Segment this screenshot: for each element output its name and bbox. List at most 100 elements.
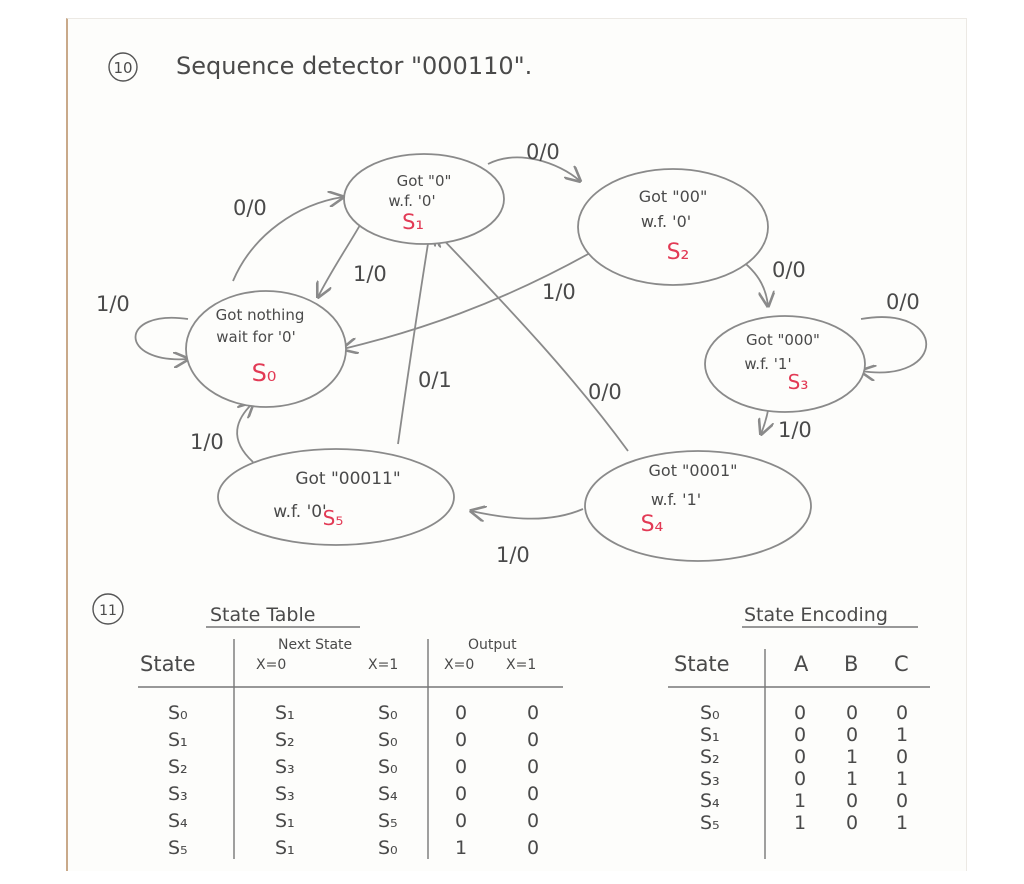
state-s3: Got "000" w.f. '1' S₃ (704, 315, 866, 413)
state-table-cell-out-x0: 0 (455, 702, 467, 724)
state-encoding-cell-b: 0 (846, 790, 858, 812)
state-encoding-cell-c: 0 (896, 702, 908, 724)
edge-s4-s5 (471, 509, 584, 519)
edge-label-s5-s0: 1/0 (190, 430, 224, 454)
state-s0-label: S₀ (252, 359, 277, 387)
state-table-cell-next-x1: S₀ (378, 729, 398, 751)
state-encoding-cell-c: 1 (896, 768, 908, 790)
state-s5: Got "00011" w.f. '0' S₅ (217, 448, 455, 546)
state-table-col-state: State (140, 652, 196, 676)
state-table-cell-state: S₁ (168, 729, 188, 751)
state-encoding-cell-a: 0 (794, 702, 806, 724)
state-table-title: State Table (210, 604, 315, 626)
state-encoding-cell-state: S₅ (700, 812, 720, 834)
state-table-cell-out-x1: 0 (527, 729, 539, 751)
state-table-cell-out-x0: 0 (455, 810, 467, 832)
state-encoding-col-a: A (794, 652, 809, 676)
state-encoding-cell-state: S₄ (700, 790, 720, 812)
state-s0-line1: Got nothing (216, 306, 305, 324)
edge-label-s3-s3: 0/0 (886, 290, 920, 314)
state-encoding-cell-c: 0 (896, 790, 908, 812)
edge-s2-s0 (343, 252, 591, 349)
state-table-out-x0: X=0 (444, 657, 474, 673)
edge-label-s1-s0: 1/0 (353, 262, 387, 286)
edge-label-s3-s4: 1/0 (778, 418, 812, 442)
state-s1-line2: w.f. '0' (388, 192, 435, 210)
state-table-cell-next-x0: S₃ (275, 783, 295, 805)
edge-label-s1-s2: 0/0 (526, 140, 560, 164)
state-s1-label: S₁ (402, 210, 424, 234)
edge-s0-s1 (232, 197, 343, 282)
state-table-cell-next-x0: S₁ (275, 702, 295, 724)
state-table-cell-next-x1: S₄ (378, 783, 398, 805)
state-table-cell-out-x0: 0 (455, 756, 467, 778)
state-encoding-cell-b: 0 (846, 812, 858, 834)
edge-s0-s0 (134, 316, 189, 360)
state-table-cell-next-x0: S₁ (275, 810, 295, 832)
state-s3-label: S₃ (788, 370, 809, 394)
state-encoding-cell-c: 0 (896, 746, 908, 768)
state-table-cell-out-x0: 0 (455, 729, 467, 751)
notebook-page: 10 Sequence detector "000110". 1/0 0/0 1… (66, 18, 967, 871)
state-encoding-cell-a: 0 (794, 724, 806, 746)
state-table-cell-state: S₅ (168, 837, 188, 859)
state-encoding-cell-a: 0 (794, 746, 806, 768)
state-encoding-cell-b: 1 (846, 746, 858, 768)
state-table-cell-out-x1: 0 (527, 756, 539, 778)
state-encoding-cell-b: 0 (846, 724, 858, 746)
state-encoding-col-state: State (674, 652, 730, 676)
state-table-cell-next-x0: S₃ (275, 756, 295, 778)
state-encoding-cell-c: 1 (896, 724, 908, 746)
state-encoding-cell-b: 0 (846, 702, 858, 724)
state-table-cell-next-x1: S₀ (378, 756, 398, 778)
state-s2-line2: w.f. '0' (641, 212, 691, 231)
state-encoding-cell-state: S₁ (700, 724, 720, 746)
state-table-cell-state: S₀ (168, 702, 188, 724)
state-table-group-output: Output (468, 637, 517, 653)
problem-11-number: 11 (92, 593, 124, 625)
state-table-cell-state: S₂ (168, 756, 188, 778)
state-table-cell-out-x0: 1 (455, 837, 467, 859)
state-table-cell-next-x0: S₂ (275, 729, 295, 751)
state-table-out-x1: X=1 (506, 657, 536, 673)
state-encoding-cell-c: 1 (896, 812, 908, 834)
state-s2: Got "00" w.f. '0' S₂ (577, 168, 769, 286)
edge-label-s0-s1: 0/0 (233, 196, 267, 220)
state-table-cell-out-x1: 0 (527, 810, 539, 832)
edge-s5-s0 (236, 403, 253, 463)
state-table-cell-next-x1: S₅ (378, 810, 398, 832)
state-s5-line1: Got "00011" (295, 469, 400, 489)
state-encoding-col-c: C (894, 652, 909, 676)
state-table-cell-next-x0: S₁ (275, 837, 295, 859)
state-table-cell-out-x1: 0 (527, 702, 539, 724)
state-table: State Table Next State Output State X=0 … (138, 604, 563, 859)
state-s5-label: S₅ (323, 506, 344, 530)
state-encoding-cell-state: S₂ (700, 746, 720, 768)
state-s1: Got "0" w.f. '0' S₁ (343, 153, 505, 245)
state-s0: Got nothing wait for '0' S₀ (185, 290, 347, 408)
state-s2-label: S₂ (667, 240, 690, 265)
state-table-cell-out-x1: 0 (527, 783, 539, 805)
diagram-canvas: 10 Sequence detector "000110". 1/0 0/0 1… (92, 52, 930, 859)
edge-label-s4-s5: 1/0 (496, 543, 530, 567)
edge-s1-s2 (487, 156, 580, 181)
state-s5-line2: w.f. '0' (273, 502, 326, 522)
state-s3-line2: w.f. '1' (744, 355, 791, 373)
state-s4-line1: Got "0001" (649, 461, 738, 480)
edge-label-s5-s1: 0/1 (418, 368, 452, 392)
edge-s3-s3 (861, 316, 927, 372)
state-table-cell-out-x1: 0 (527, 837, 539, 859)
state-table-cell-state: S₃ (168, 783, 188, 805)
state-table-cell-next-x1: S₀ (378, 837, 398, 859)
state-s4-line2: w.f. '1' (651, 490, 701, 509)
state-encoding-title: State Encoding (744, 604, 888, 626)
state-encoding-cell-a: 0 (794, 768, 806, 790)
state-s0-line2: wait for '0' (216, 328, 295, 346)
state-s4: Got "0001" w.f. '1' S₄ (584, 450, 812, 562)
edge-label-s2-s3: 0/0 (772, 258, 806, 282)
state-table-cell-state: S₄ (168, 810, 188, 832)
state-encoding-cell-state: S₀ (700, 702, 720, 724)
state-table-next-x0: X=0 (256, 657, 286, 673)
state-s1-line1: Got "0" (397, 172, 452, 190)
